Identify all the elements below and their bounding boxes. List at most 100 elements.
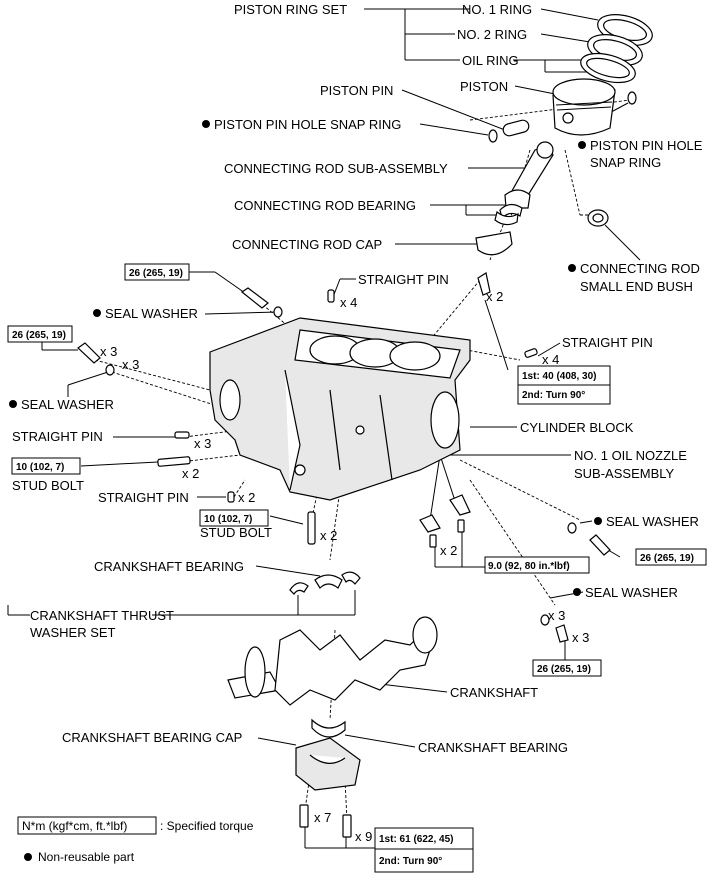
label-piston-ring-set: PISTON RING SET	[234, 2, 347, 17]
label-stud-bolt-mid: STUD BOLT	[200, 525, 272, 540]
legend-torque-box-text: N*m (kgf*cm, ft.*lbf)	[22, 819, 127, 833]
piston-rings	[580, 14, 653, 84]
label-crankshaft-bearing-bottom: CRANKSHAFT BEARING	[418, 740, 568, 755]
non-reusable-marker	[9, 400, 17, 408]
label-seal-washer-right: SEAL WASHER	[606, 514, 699, 529]
non-reusable-marker	[202, 120, 210, 128]
connecting-rod-cap	[475, 231, 513, 256]
torque-cap-2: 2nd: Turn 90°	[379, 856, 442, 867]
mult-x2-nozzle: x 2	[440, 543, 457, 558]
non-reusable-marker	[93, 309, 101, 317]
top-bolt	[240, 287, 283, 318]
label-connecting-rod-bearing: CONNECTING ROD BEARING	[234, 198, 416, 213]
mult-x4-right: x 4	[542, 352, 559, 367]
mult-x7: x 7	[314, 810, 331, 825]
connecting-rod	[504, 141, 554, 209]
piston	[552, 78, 616, 136]
label-oil-ring: OIL RING	[462, 53, 519, 68]
label-no1-ring: NO. 1 RING	[462, 2, 532, 17]
torque-box-stud-left	[11, 457, 81, 475]
cylinder-block	[209, 317, 471, 501]
label-no2-ring: NO. 2 RING	[457, 27, 527, 42]
label-seal-washer-right2: SEAL WASHER	[585, 585, 678, 600]
torque-top: 26 (265, 19)	[129, 268, 183, 279]
torque-nozzle: 9.0 (92, 80 in.*lbf)	[488, 561, 570, 572]
label-thrust-washer-2: WASHER SET	[30, 625, 116, 640]
non-reusable-marker	[594, 517, 602, 525]
legend: N*m (kgf*cm, ft.*lbf) : Specified torque…	[17, 816, 254, 864]
label-piston-pin: PISTON PIN	[320, 83, 393, 98]
torque-stud-mid: 10 (102, 7)	[204, 514, 252, 525]
mult-x2-rod: x 2	[486, 289, 503, 304]
label-snap-ring-right-1: PISTON PIN HOLE	[590, 138, 703, 153]
label-cylinder-block: CYLINDER BLOCK	[520, 420, 634, 435]
mult-x2-stud-left: x 2	[182, 466, 199, 481]
non-reusable-marker	[578, 141, 586, 149]
left-bolt	[77, 342, 115, 376]
stud-bolt-mid	[307, 511, 316, 545]
piston-pin	[488, 91, 637, 143]
mult-x9: x 9	[355, 829, 372, 844]
label-straight-pin-mid: STRAIGHT PIN	[98, 490, 189, 505]
mult-x3-b: x 3	[122, 357, 139, 372]
label-connecting-rod-sub: CONNECTING ROD SUB-ASSEMBLY	[224, 161, 448, 176]
torque-cap-1: 1st: 61 (622, 45)	[379, 834, 454, 845]
right-bolts-lower	[540, 614, 569, 643]
non-reusable-marker	[573, 588, 581, 596]
label-seal-washer-top: SEAL WASHER	[105, 306, 198, 321]
torque-box-right2	[532, 659, 602, 677]
cap-bolts	[299, 804, 352, 838]
torque-specs: 26 (265, 19) 26 (265, 19) 10 (102, 7) 10…	[7, 263, 707, 873]
rod-bolts	[477, 272, 491, 296]
label-seal-washer-left: SEAL WASHER	[21, 397, 114, 412]
crankshaft-bearings-upper	[289, 571, 361, 595]
oil-nozzles	[419, 494, 471, 548]
crankshaft	[227, 616, 438, 706]
label-oil-nozzle-2: SUB-ASSEMBLY	[574, 466, 675, 481]
torque-rod-2: 2nd: Turn 90°	[522, 390, 585, 401]
torque-box-stud-mid	[199, 509, 269, 527]
torque-right: 26 (265, 19)	[640, 553, 694, 564]
legend-torque-box	[17, 816, 157, 835]
mult-x3-right-b: x 3	[572, 630, 589, 645]
label-small-end-bush-2: SMALL END BUSH	[580, 279, 693, 294]
text-labels: PISTON RING SET NO. 1 RING NO. 2 RING OI…	[9, 2, 703, 844]
legend-non-reusable-dot	[24, 853, 32, 861]
straight-pin-mid	[227, 491, 235, 503]
connecting-rod-bearings	[494, 203, 523, 226]
crankshaft-bearing-cap	[295, 737, 361, 791]
torque-box-left	[7, 325, 73, 343]
mult-x2-stud-mid: x 2	[320, 528, 337, 543]
torque-stud-left: 10 (102, 7)	[16, 462, 64, 473]
label-crankshaft-bearing-top: CRANKSHAFT BEARING	[94, 559, 244, 574]
straight-pin-left	[174, 431, 190, 439]
torque-left: 26 (265, 19)	[12, 330, 66, 341]
small-end-bush	[587, 209, 609, 227]
label-straight-pin-right: STRAIGHT PIN	[562, 335, 653, 350]
right-bolt	[567, 522, 611, 556]
mult-x4-top: x 4	[340, 295, 357, 310]
mult-x3-a: x 3	[100, 344, 117, 359]
label-piston: PISTON	[460, 79, 508, 94]
torque-box-nozzle	[484, 556, 590, 574]
torque-box-cap	[374, 827, 474, 873]
non-reusable-marker	[568, 264, 576, 272]
crankshaft-bearing-lower	[311, 718, 346, 738]
label-connecting-rod-cap: CONNECTING ROD CAP	[232, 237, 382, 252]
stud-bolt-left	[157, 456, 191, 467]
torque-box-right	[635, 548, 707, 566]
straight-pin-right	[524, 348, 538, 358]
torque-rod-1: 1st: 40 (408, 30)	[522, 371, 597, 382]
label-straight-pin-top: STRAIGHT PIN	[358, 272, 449, 287]
label-crankshaft-bearing-cap: CRANKSHAFT BEARING CAP	[62, 730, 242, 745]
legend-non-reusable: Non-reusable part	[38, 850, 135, 864]
label-crankshaft: CRANKSHAFT	[450, 685, 538, 700]
label-oil-nozzle-1: NO. 1 OIL NOZZLE	[574, 448, 687, 463]
label-straight-pin-left: STRAIGHT PIN	[12, 429, 103, 444]
label-thrust-washer-1: CRANKSHAFT THRUST	[30, 608, 174, 623]
mult-x3-right-a: x 3	[548, 608, 565, 623]
mult-x3-left: x 3	[194, 436, 211, 451]
label-stud-bolt-left: STUD BOLT	[12, 478, 84, 493]
torque-box-top	[124, 263, 190, 281]
